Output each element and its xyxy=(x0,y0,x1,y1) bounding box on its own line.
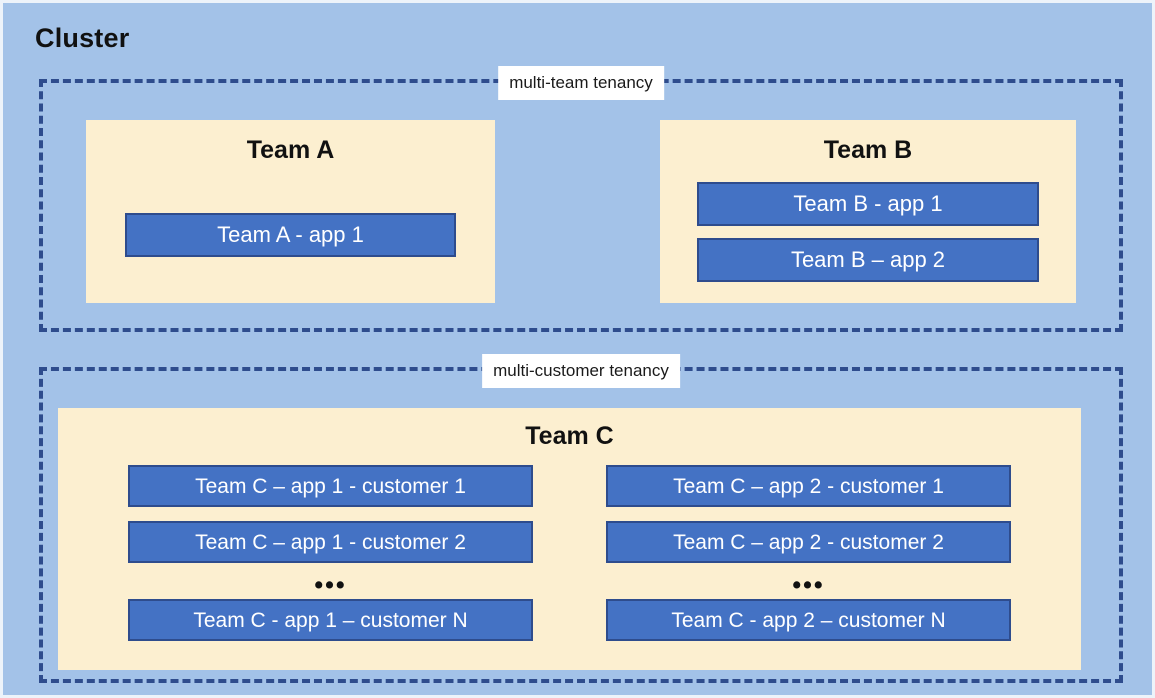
app-box-team-c-app-2-customer-n[interactable]: Team C - app 2 – customer N xyxy=(606,599,1011,641)
cluster-title: Cluster xyxy=(35,23,130,53)
team-box-team-b: Team B Team B - app 1 Team B – app 2 xyxy=(660,120,1076,303)
tenancy-label-multi-customer: multi-customer tenancy xyxy=(482,354,680,388)
app-column-team-c-app-1: Team C – app 1 - customer 1 Team C – app… xyxy=(128,465,533,641)
ellipsis-team-c-app-1: ••• xyxy=(314,571,347,599)
team-title-team-b: Team B xyxy=(823,136,913,164)
team-box-team-c: Team C Team C – app 1 - customer 1 Team … xyxy=(58,408,1081,670)
team-box-team-a: Team A Team A - app 1 xyxy=(86,120,495,303)
team-title-team-c: Team C xyxy=(525,422,614,450)
app-column-team-c-app-2: Team C – app 2 - customer 1 Team C – app… xyxy=(606,465,1011,641)
app-box-team-a-app-1[interactable]: Team A - app 1 xyxy=(125,213,456,257)
tenancy-zone-multi-customer: multi-customer tenancy xyxy=(39,354,1123,683)
app-box-team-c-app-1-customer-2[interactable]: Team C – app 1 - customer 2 xyxy=(128,521,533,563)
tenancy-label-multi-team: multi-team tenancy xyxy=(498,66,664,100)
team-title-team-a: Team A xyxy=(246,136,335,164)
app-list-team-b: Team B - app 1 Team B – app 2 xyxy=(697,182,1039,282)
tenancy-zone-multi-team: multi-team tenancy xyxy=(39,66,1123,332)
app-box-team-b-app-1[interactable]: Team B - app 1 xyxy=(697,182,1039,226)
app-box-team-c-app-1-customer-1[interactable]: Team C – app 1 - customer 1 xyxy=(128,465,533,507)
app-box-team-c-app-2-customer-2[interactable]: Team C – app 2 - customer 2 xyxy=(606,521,1011,563)
app-box-team-c-app-1-customer-n[interactable]: Team C - app 1 – customer N xyxy=(128,599,533,641)
app-box-team-c-app-2-customer-1[interactable]: Team C – app 2 - customer 1 xyxy=(606,465,1011,507)
app-list-team-a: Team A - app 1 xyxy=(125,213,456,257)
app-box-team-b-app-2[interactable]: Team B – app 2 xyxy=(697,238,1039,282)
ellipsis-team-c-app-2: ••• xyxy=(792,571,825,599)
app-columns-team-c: Team C – app 1 - customer 1 Team C – app… xyxy=(58,465,1081,641)
